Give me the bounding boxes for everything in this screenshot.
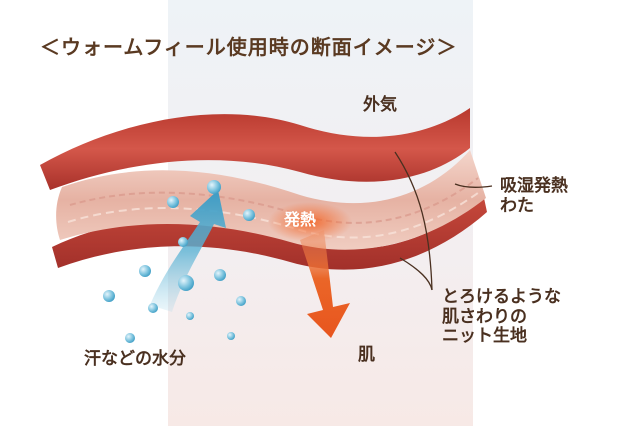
moisture-up-arrow: [150, 190, 226, 312]
moisture-droplet: [243, 209, 255, 221]
moisture-droplet: [227, 332, 235, 340]
batting-layer: [56, 150, 487, 250]
outside-air-label: 外気: [363, 95, 397, 115]
moisture-droplet: [178, 275, 194, 291]
batting-leader-line: [454, 183, 493, 188]
outer-fabric-layer: [40, 108, 470, 190]
moisture-droplet: [186, 312, 194, 320]
skin-label: 肌: [358, 345, 375, 365]
knit-fabric-label: とろけるような 肌さわりの ニット生地: [442, 287, 561, 347]
knit-leader-line: [394, 151, 433, 291]
moisture-droplet: [148, 303, 158, 313]
moisture-droplet: [214, 269, 226, 281]
knit-leader-line: [399, 257, 433, 291]
moisture-droplet: [125, 333, 135, 343]
page-title: ＜ウォームフィール使用時の断面イメージ＞: [40, 35, 458, 59]
moisture-droplet: [167, 196, 179, 208]
moisture-droplets: [103, 180, 255, 343]
absorbent-batting-label: 吸湿発熱 わた: [500, 176, 568, 216]
moisture-droplet: [207, 180, 221, 194]
moisture-droplet: [178, 237, 188, 247]
heat-label: 発熱: [284, 210, 317, 229]
moisture-droplet: [139, 265, 151, 277]
moisture-droplet: [103, 290, 115, 302]
moisture-droplet: [236, 296, 246, 306]
sweat-moisture-label: 汗などの水分: [84, 349, 186, 369]
heat-down-arrow: [300, 230, 350, 338]
heat-glow: [268, 202, 352, 242]
